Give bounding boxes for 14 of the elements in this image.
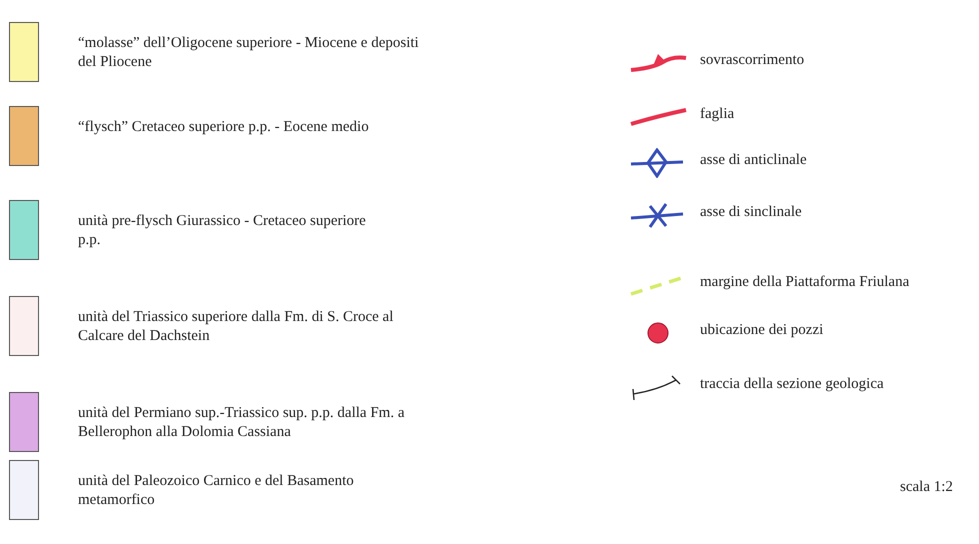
legend-text: unità del Triassico superiore dalla Fm. di S. Croce al Calcare del Dachstein (78, 308, 394, 346)
legend-text: “flysch” Cretaceo superiore p.p. - Eocene medio (78, 118, 370, 137)
legend-text: asse di anticlinale (700, 151, 807, 170)
legend-text: traccia della sezione geologica (700, 375, 884, 394)
legend-text: asse di sinclinale (700, 203, 802, 222)
legend-text: unità pre-flysch Giurassico - Cretaceo superiore p.p. (78, 212, 367, 250)
legend-text: unità del Permiano sup.-Triassico sup. p.p. dalla Fm. a Bellerophon alla Dolomia Cassiana (78, 404, 406, 442)
scale-note: scala 1:2 (900, 478, 953, 497)
legend-text: “molasse” dell’Oligocene superiore - Miocene e depositi del Pliocene (78, 34, 420, 72)
legend-text: unità del Paleozoico Carnico e del Basamento metamorfico (78, 472, 355, 510)
legend-text: ubicazione dei pozzi (700, 321, 824, 340)
legend-text: margine della Piattaforma Friulana (700, 273, 910, 292)
legend-text: sovrascorrimento (700, 51, 804, 70)
legend-text: faglia (700, 105, 734, 124)
